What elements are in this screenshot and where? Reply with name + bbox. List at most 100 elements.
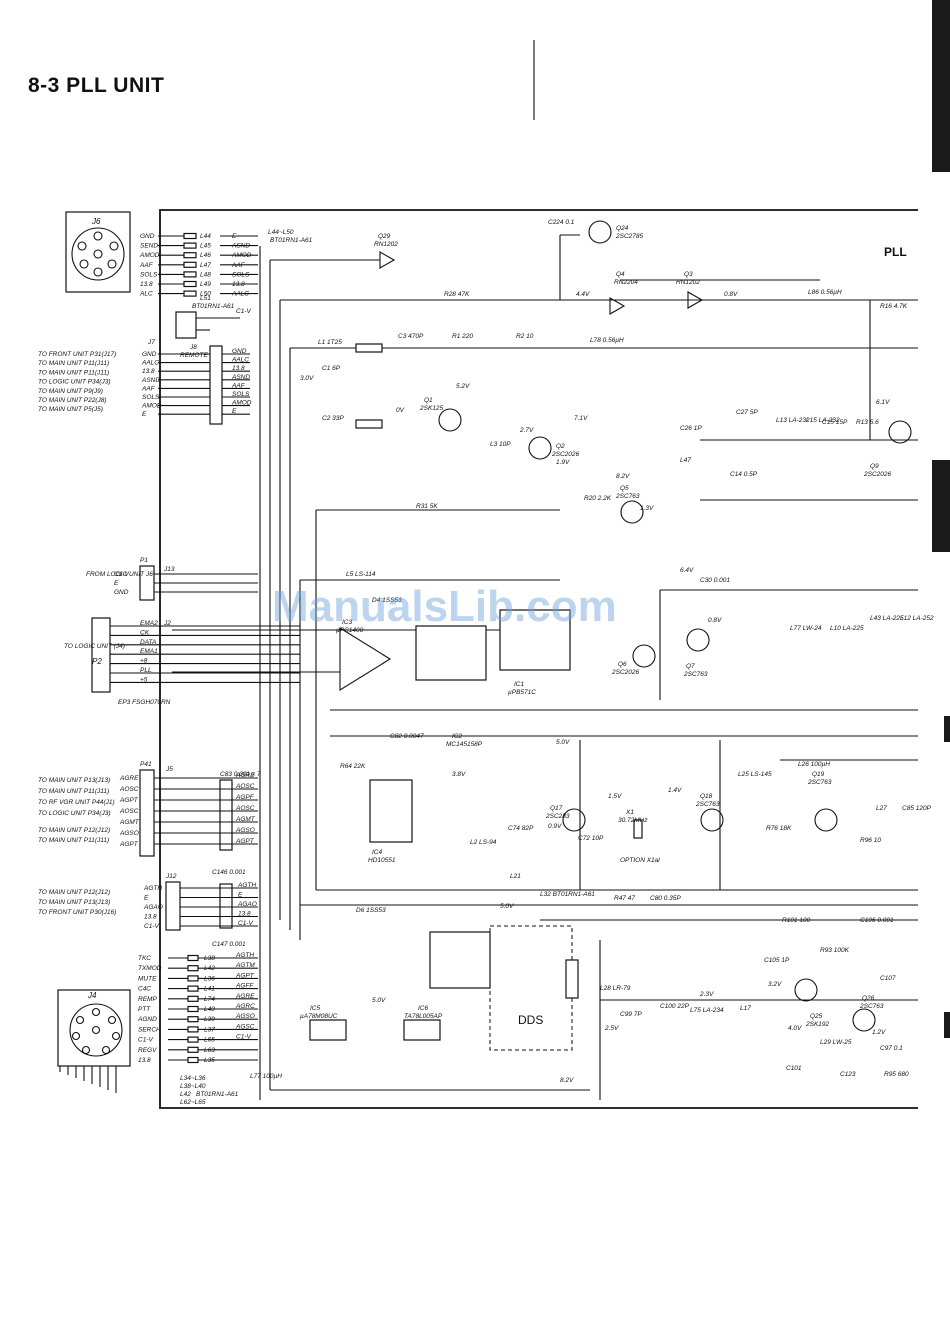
j6-pin-label: GND: [140, 233, 155, 240]
j4-inductor-label: L40: [204, 1006, 215, 1013]
j6-signal-label: E: [232, 233, 237, 240]
svg-text:MC145158P: MC145158P: [446, 741, 483, 748]
page-edge-tab: [932, 0, 950, 172]
j6-inductor: [183, 261, 197, 268]
j4-inductor-label: L37: [204, 1026, 215, 1033]
svg-text:J8: J8: [189, 344, 197, 351]
svg-text:R20 2.2K: R20 2.2K: [584, 495, 612, 502]
svg-text:EP3 FSGH070RN: EP3 FSGH070RN: [118, 699, 171, 706]
j4-pin-label: C4C: [138, 986, 151, 993]
svg-text:BT01RN1-A61: BT01RN1-A61: [270, 237, 313, 244]
svg-text:IC2: IC2: [452, 733, 463, 740]
j4-signal-label: AGFF: [235, 983, 254, 990]
j4-inductor-label: L42: [204, 965, 215, 972]
svg-text:2.7V: 2.7V: [519, 427, 534, 434]
svg-text:L1 1T25: L1 1T25: [318, 339, 342, 346]
jack-j8: J8 REMOTE L51 BT01RN1-A61 C1-V: [175, 295, 251, 359]
svg-text:L78 0.56µH: L78 0.56µH: [590, 337, 624, 344]
j6-inductor: [183, 242, 197, 249]
svg-text:R96 10: R96 10: [860, 837, 881, 844]
svg-text:2SK192: 2SK192: [805, 1021, 830, 1028]
p2-pin-label: +8: [140, 658, 148, 665]
j4-inductor-label: L36: [204, 975, 215, 982]
j4-pin-label: PTT: [138, 1006, 151, 1013]
page-edge-tab: [944, 1012, 950, 1038]
j6-signal-label: ASND: [231, 243, 250, 250]
ic1-block: IC1 µPB571C: [499, 609, 571, 696]
svg-text:L29 LW-25: L29 LW-25: [820, 1039, 852, 1046]
svg-text:R64 22K: R64 22K: [340, 763, 366, 770]
j12-destination: TO FRONT UNIT P30(J16): [38, 909, 116, 916]
svg-text:L27: L27: [876, 805, 887, 812]
j4-pin-label: MUTE: [138, 975, 157, 982]
j4-signal-label: AGRE: [235, 993, 255, 1000]
svg-text:2SC763: 2SC763: [683, 671, 708, 678]
svg-text:L25 LS-145: L25 LS-145: [738, 771, 772, 778]
svg-text:3.2V: 3.2V: [768, 981, 782, 988]
svg-text:C26 1P: C26 1P: [680, 425, 702, 432]
svg-text:L51: L51: [200, 295, 211, 302]
j7-signal-label: AALC: [231, 357, 249, 364]
j4-pin-label: C1-V: [138, 1037, 153, 1044]
svg-text:R31 5K: R31 5K: [416, 503, 438, 510]
svg-text:IC3: IC3: [342, 619, 353, 626]
svg-text:D4 1SS53: D4 1SS53: [372, 597, 402, 604]
svg-text:RN1202: RN1202: [374, 241, 398, 248]
svg-text:Q19: Q19: [812, 771, 825, 778]
connector-j12: J12 C146 0.001 C147 0.001: [165, 869, 246, 948]
j7-destination: TO MAIN UNIT P22(J8): [38, 397, 107, 404]
j12-destination: TO MAIN UNIT P13(J13): [38, 899, 110, 906]
svg-text:8.2V: 8.2V: [560, 1077, 574, 1084]
svg-text:L38~L40: L38~L40: [180, 1083, 206, 1090]
j7-signal-label: E: [232, 408, 237, 415]
svg-text:C27 5P: C27 5P: [736, 409, 758, 416]
svg-text:OPTION X1al: OPTION X1al: [620, 857, 660, 864]
j6-inductor-label: L45: [200, 243, 211, 250]
svg-text:IC1: IC1: [514, 681, 525, 688]
p2-pin-label: EMA2: [140, 620, 158, 627]
svg-text:4.4V: 4.4V: [576, 291, 590, 298]
svg-text:Q17: Q17: [550, 805, 563, 812]
j7-pin-label: AAF: [141, 385, 156, 392]
j4-signal-label: AGRC: [235, 1003, 255, 1010]
p2-pin-label: +5: [140, 676, 148, 683]
svg-text:C100 22P: C100 22P: [660, 1003, 690, 1010]
svg-text:R28 47K: R28 47K: [444, 291, 470, 298]
svg-text:L86 0.56µH: L86 0.56µH: [808, 289, 842, 296]
svg-text:L13 LA-232: L13 LA-232: [776, 417, 810, 424]
j6-inductor-label: L50: [200, 291, 211, 298]
j7-capacitor-bank: [209, 345, 223, 425]
svg-text:X1: X1: [625, 809, 634, 816]
svg-text:C106 0.001: C106 0.001: [860, 917, 894, 924]
j4-signal-label: AGSO: [235, 1013, 255, 1020]
svg-text:C147 0.001: C147 0.001: [212, 941, 246, 948]
svg-text:Q18: Q18: [700, 793, 713, 800]
j7-pin-label: 13.8: [142, 368, 155, 375]
svg-text:R13 5.6: R13 5.6: [856, 419, 879, 426]
svg-text:6.1V: 6.1V: [876, 399, 890, 406]
p41-signal-label: AGSO: [235, 827, 255, 834]
p41-destination: TO LOGIC UNIT P34(J3): [38, 810, 110, 817]
svg-text:L32 BT01RN1-A61: L32 BT01RN1-A61: [540, 891, 595, 898]
svg-text:2SC763: 2SC763: [615, 493, 640, 500]
lower-right-section: Q25 2SK192 3.2V 4.0V Q26 2SC763 1.2V R10…: [764, 917, 909, 1078]
j7-pin-label: SOLS: [142, 394, 160, 401]
p2-pin-label: CK: [140, 629, 150, 636]
p41-pin-label: AGSO: [119, 830, 139, 837]
svg-text:L62~L65: L62~L65: [180, 1099, 206, 1106]
j4-signal-label: AGTH: [235, 952, 254, 959]
svg-text:C2 33P: C2 33P: [322, 415, 344, 422]
svg-text:L47: L47: [680, 457, 691, 464]
j6-inductor-label: L47: [200, 262, 211, 269]
p41-signal-label: AOSC: [235, 783, 255, 790]
p1-pin-label: GND: [114, 589, 129, 596]
svg-text:30.72MHz: 30.72MHz: [618, 817, 648, 824]
svg-text:IC6: IC6: [418, 1005, 429, 1012]
j6-inductor-label: L46: [200, 252, 211, 259]
svg-text:C3 470P: C3 470P: [398, 333, 424, 340]
svg-text:J2: J2: [163, 620, 171, 627]
svg-text:2.3V: 2.3V: [699, 991, 714, 998]
board-outline: [159, 209, 918, 1109]
svg-text:J12: J12: [165, 873, 177, 880]
